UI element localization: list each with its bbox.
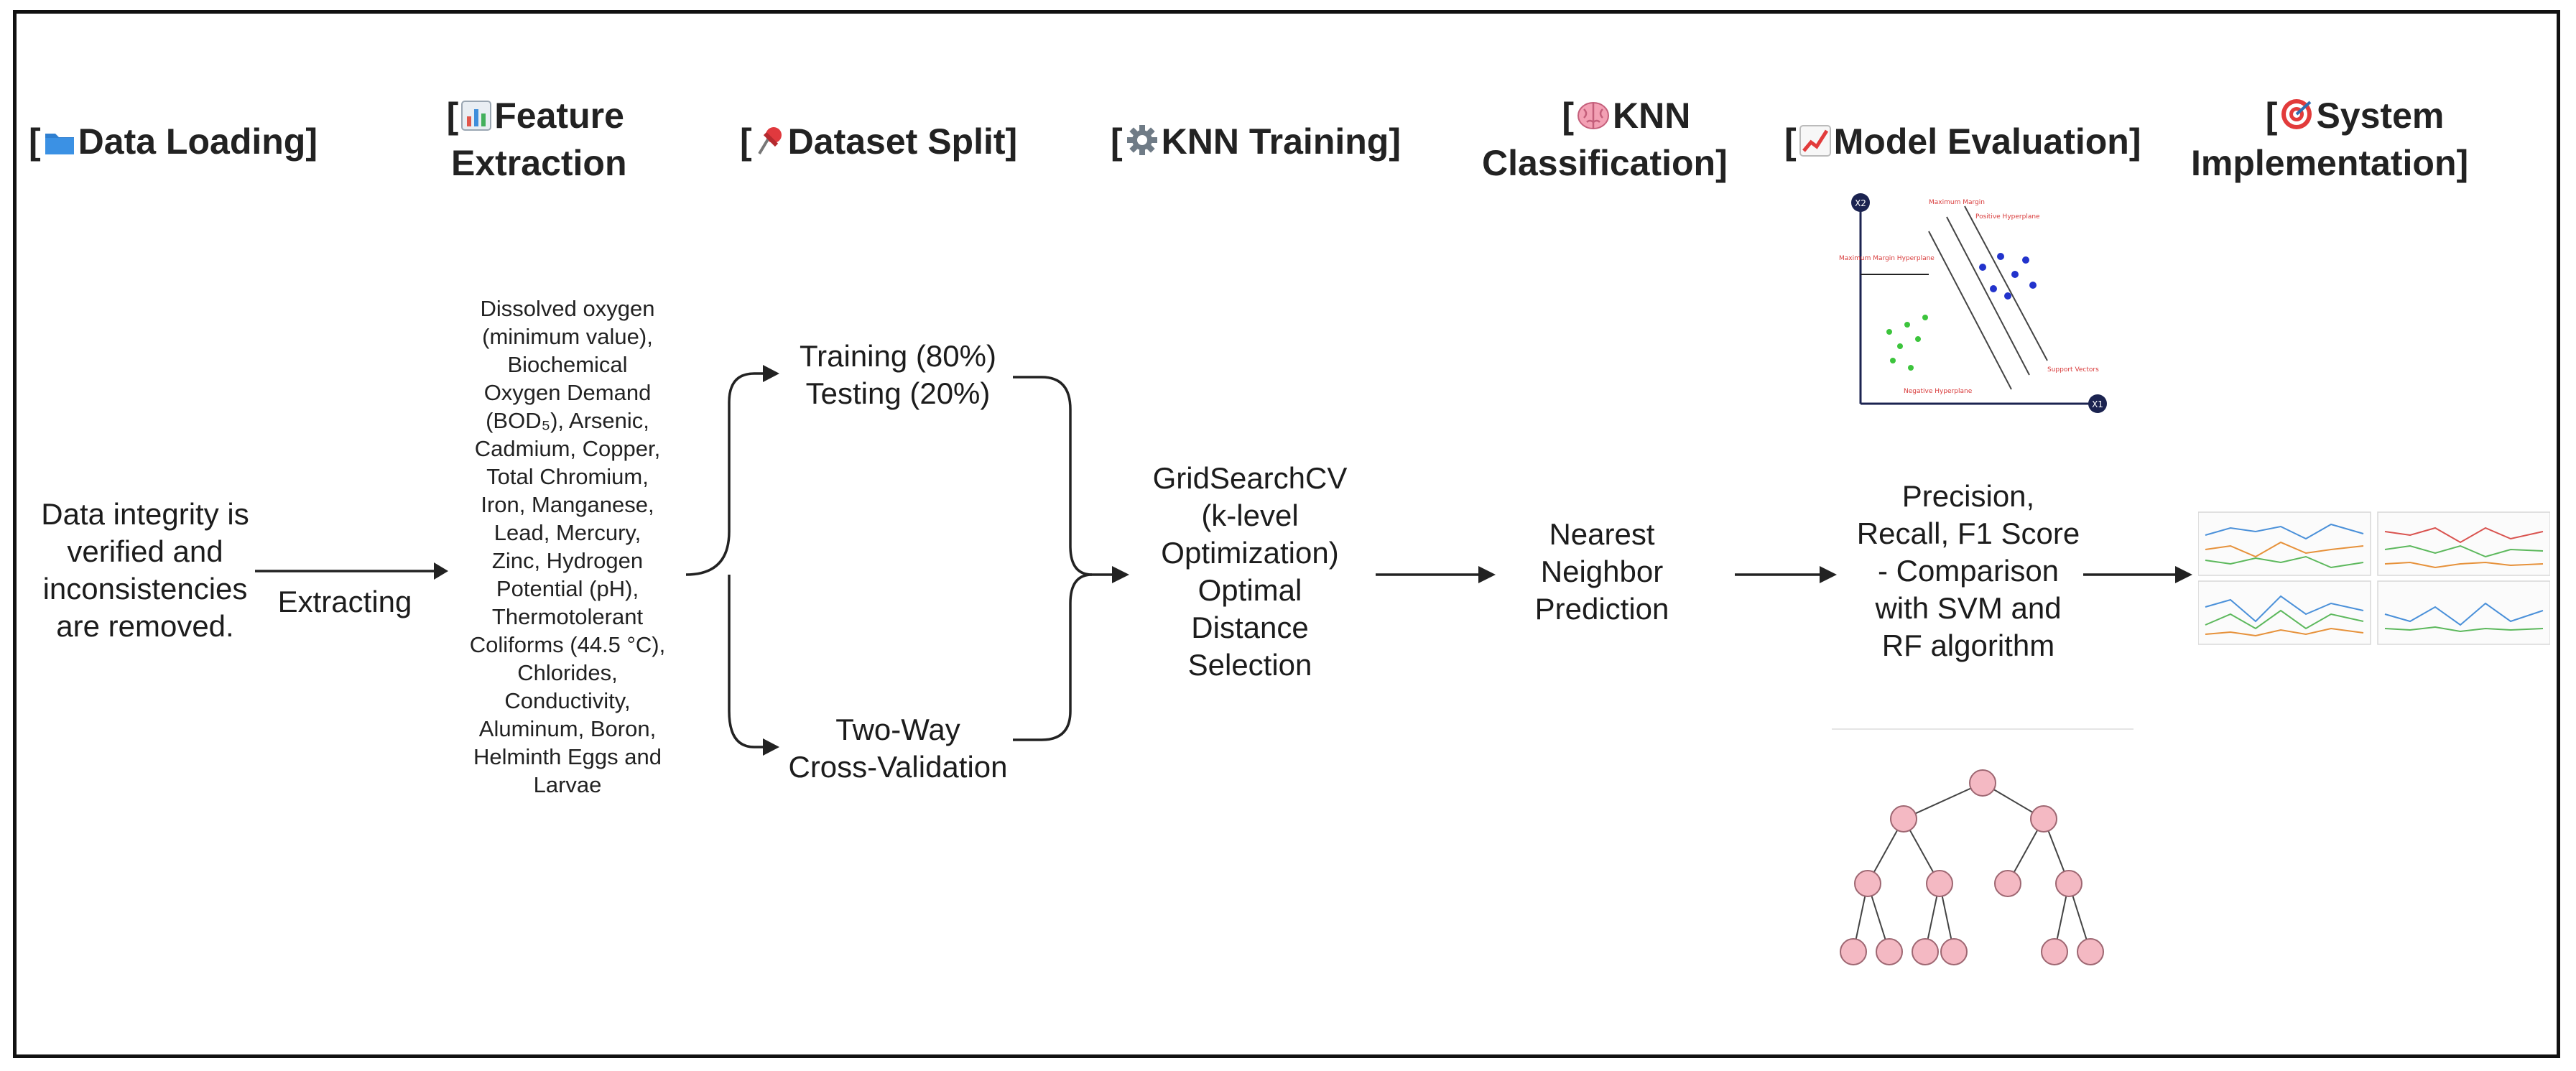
svm-axis-x-label: X1 [2092,399,2103,409]
trend-chart-icon [1799,122,1831,167]
decision-tree-diagram [1832,722,2133,998]
split-cross-validation: Two-Way Cross-Validation [788,713,1008,784]
header-knn-training: [KNN Training] [1111,119,1401,167]
svm-label-max-margin: Maximum Margin [1929,199,1985,206]
svm-label-max-margin-hyperplane: Maximum Margin Hyperplane [1839,255,1935,262]
svm-label-support-vectors: Support Vectors [2047,366,2099,374]
knn-training-text: GridSearchCV(k-level Optimization)Optima… [1152,461,1348,682]
knn-classification-text: Nearest Neighbor Prediction [1534,517,1669,626]
folder-icon [44,122,75,167]
header-feature-extraction: [Feature Extraction [446,96,627,183]
header-dataset-split: [Dataset Split] [740,119,1017,167]
diagram-frame [13,10,2560,1058]
header-data-loading: [Data Loading] [29,119,318,167]
brain-icon [1577,96,1610,141]
extracting-label: Extracting [277,585,412,618]
svm-axis-y-label: X2 [1855,198,1866,208]
header-system-implementation: [System Implementation] [2191,96,2469,183]
split-brace [685,372,772,576]
split-training-testing: Training (80%) Testing (20%) [800,339,996,410]
svm-hyperplane-plot: X2 X1 Maximum Margin Positive Hyperplane… [1839,188,2112,429]
svm-label-positive: Positive Hyperplane [1975,213,2040,221]
gear-icon [1126,122,1159,167]
data-loading-text: Data integrity is verified and inconsist… [41,497,249,643]
feature-list: Dissolved oxygen(minimum value), Biochem… [469,296,666,797]
bar-chart-icon [461,96,492,141]
pushpin-icon [755,122,785,167]
header-model-evaluation: [Model Evaluation] [1784,119,2141,167]
target-icon [2280,96,2313,141]
implementation-dashboard-thumbnails [2197,506,2551,654]
header-knn-classification: [KNN Classification] [1482,96,1728,183]
svm-label-negative: Negative Hyperplane [1904,388,1973,395]
merge-brace [1013,376,1093,576]
